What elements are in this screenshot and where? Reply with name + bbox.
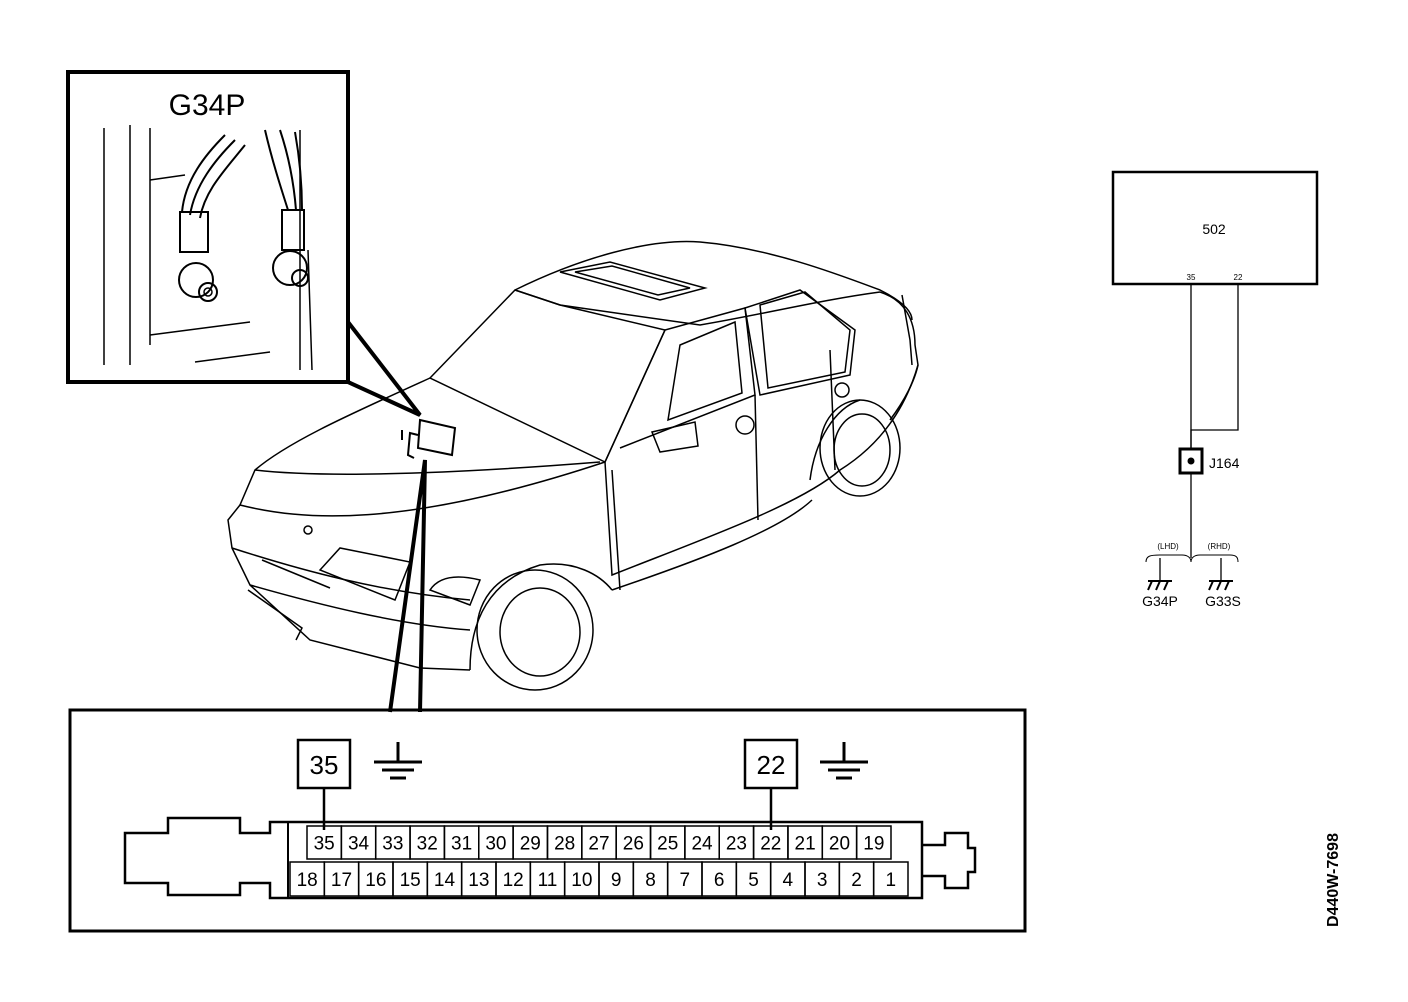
pin-number: 20: [829, 834, 850, 855]
pin-number: 31: [451, 834, 472, 855]
pin-number: 8: [645, 870, 656, 891]
ground-right-label: G33S: [1205, 593, 1241, 609]
pin-number: 12: [503, 870, 524, 891]
lhd-label: (LHD): [1157, 542, 1179, 551]
pin-number: 28: [554, 834, 575, 855]
pin-number: 29: [520, 834, 541, 855]
junction-label: J164: [1209, 455, 1240, 471]
pin-number: 33: [382, 834, 403, 855]
pin-number: 34: [348, 834, 370, 855]
pin-number: 19: [863, 834, 884, 855]
chassis-ground-icon: [1147, 580, 1172, 591]
schematic-pin-35: 35: [1187, 273, 1196, 282]
wire-harness-left: [178, 134, 246, 302]
pin-number: 17: [331, 870, 352, 891]
pin-cell: [872, 861, 909, 897]
pin-number: 1: [886, 870, 897, 891]
pin-number: 7: [680, 870, 691, 891]
pin-number: 27: [588, 834, 609, 855]
pin-cell: [855, 825, 892, 860]
pin-number: 10: [571, 870, 592, 891]
ground-icon: [820, 742, 868, 780]
unit-label: 502: [1202, 221, 1226, 237]
unit-502-box: [1111, 170, 1319, 286]
pin-number: 21: [795, 834, 816, 855]
pin-number: 3: [817, 870, 828, 891]
connector-pins-top-row: 35 34 33 32 31 30 29 28 27 26 25 24 23 22 21 20 19: [306, 825, 892, 860]
control-unit-502: [401, 418, 457, 459]
pin-number: 18: [297, 870, 318, 891]
pin-number: 30: [485, 834, 506, 855]
pin-number: 4: [783, 870, 794, 891]
pin-number: 25: [657, 834, 678, 855]
ground-left-label: G34P: [1142, 593, 1178, 609]
chassis-ground-icon: [1208, 580, 1233, 591]
pin-number: 23: [726, 834, 747, 855]
pin-number: 13: [468, 870, 489, 891]
pin-number: 11: [538, 870, 558, 891]
pin-number: 16: [365, 870, 386, 891]
pin-number: 6: [714, 870, 725, 891]
rhd-label: (RHD): [1208, 542, 1231, 551]
callout-pin-35: 35: [310, 750, 339, 780]
callout-pin-22: 22: [757, 750, 786, 780]
pin-number: 22: [760, 834, 781, 855]
pin-number: 9: [611, 870, 622, 891]
pin-number: 26: [623, 834, 644, 855]
schematic-pin-22: 22: [1234, 273, 1243, 282]
pin-number: 2: [851, 870, 862, 891]
pin-number: 5: [748, 870, 759, 891]
figure-id: D440W-7698: [1325, 833, 1342, 927]
inset-ground-detail: G34P: [66, 70, 422, 417]
car-illustration: [227, 240, 919, 691]
pin-number: 32: [417, 834, 438, 855]
pin-number: 24: [691, 834, 713, 855]
ground-icon: [374, 742, 422, 780]
inset-label: G34P: [169, 89, 246, 122]
connector-pins-bottom-row: 18 17 16 15 14 13 12 11 10 9 8 7 6 5 4 3 2 1: [289, 861, 909, 897]
wire-harness-right: [264, 129, 309, 287]
pin-number: 14: [434, 870, 456, 891]
pin-number: 15: [400, 870, 421, 891]
pin-number: 35: [314, 834, 335, 855]
wiring-schematic: 502 35 22 J164 (LHD) (RHD) G34P G33S: [1111, 170, 1319, 609]
